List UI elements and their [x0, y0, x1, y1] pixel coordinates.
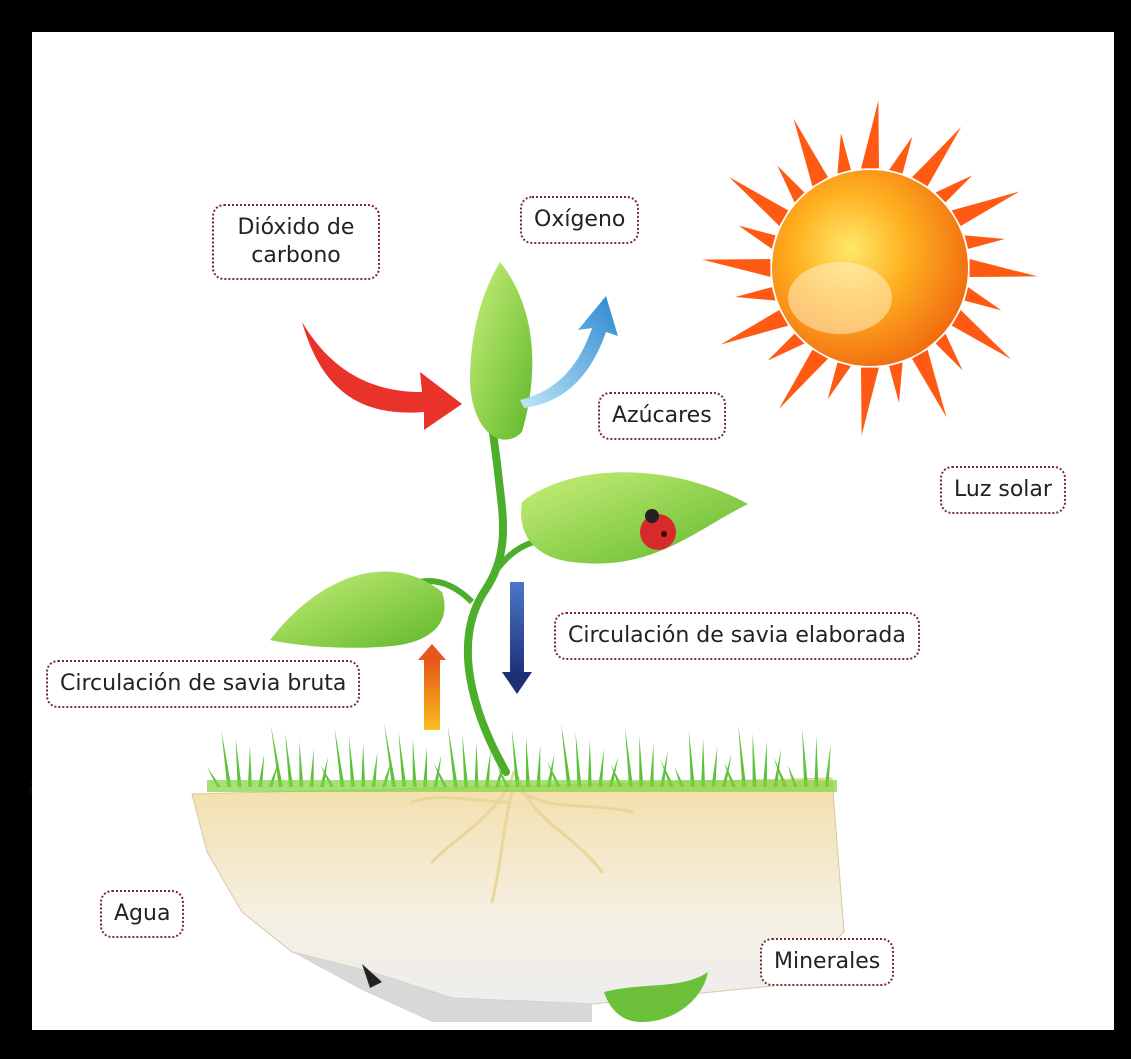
- grass-blade: [398, 731, 406, 787]
- grass-blade: [448, 726, 458, 787]
- sun-ray: [912, 127, 961, 186]
- sun-ray: [729, 177, 788, 226]
- label-circulacion-savia-elaborada: Circulación de savia elaborada: [554, 612, 920, 660]
- grass-blade: [236, 738, 242, 787]
- soil-block: [192, 778, 844, 1004]
- grass-blade: [814, 736, 818, 787]
- grass-blade: [335, 728, 345, 787]
- left-leaf: [270, 572, 445, 648]
- sun-ray: [702, 259, 770, 277]
- grass-blade: [625, 727, 633, 787]
- grass-blade: [561, 724, 571, 787]
- sun-ray: [889, 363, 903, 403]
- sun-ray: [952, 310, 1011, 359]
- sun-icon: [702, 100, 1038, 436]
- label-agua: Agua: [100, 890, 184, 938]
- o2-arrow-icon: [520, 296, 618, 408]
- diagram-panel: Dióxido de carbono Oxígeno Azúcares Luz …: [32, 32, 1114, 1030]
- sun-ray: [861, 100, 879, 168]
- label-luz-solar: Luz solar: [940, 466, 1066, 514]
- sun-ray: [952, 191, 1020, 226]
- sap-up-arrow-icon: [418, 644, 446, 730]
- grass-blade: [413, 739, 417, 787]
- label-dioxido-line2: carbono: [226, 242, 366, 270]
- right-leaf: [521, 472, 748, 563]
- photosynthesis-illustration: [32, 32, 1114, 1030]
- grass-blade: [526, 737, 530, 787]
- sun-ray: [970, 259, 1038, 277]
- sun-ray: [720, 310, 788, 345]
- label-circulacion-savia-bruta: Circulación de savia bruta: [46, 660, 360, 708]
- sun-ray: [837, 133, 851, 173]
- sun-ray: [768, 334, 805, 361]
- label-dioxido-line1: Dióxido de: [226, 214, 366, 242]
- sun-ray: [912, 350, 947, 418]
- grass-blade: [221, 730, 231, 787]
- grass-blade: [689, 730, 695, 787]
- label-minerales: Minerales: [760, 938, 894, 986]
- sun-ray: [889, 137, 912, 174]
- label-dioxido-de-carbono: Dióxido de carbono: [212, 204, 380, 280]
- sun-ray: [777, 166, 804, 203]
- sun-ray: [739, 226, 776, 249]
- top-leaf: [470, 262, 532, 440]
- grass-blade: [576, 732, 582, 787]
- grass-blade: [588, 740, 592, 787]
- grass-blade: [701, 738, 705, 787]
- sun-ray: [965, 287, 1002, 310]
- sun-ray: [936, 175, 973, 202]
- sun-ray: [861, 368, 879, 436]
- label-azucares: Azúcares: [598, 392, 726, 440]
- grass-blade: [349, 736, 355, 787]
- sun-ray: [828, 363, 851, 400]
- sun-ray: [965, 235, 1005, 249]
- grass-blade: [285, 733, 293, 787]
- label-oxigeno: Oxígeno: [520, 196, 639, 244]
- grass-blade: [802, 728, 808, 787]
- sun-ray: [936, 334, 963, 371]
- co2-arrow-icon: [302, 322, 462, 430]
- grass-blade: [462, 734, 468, 787]
- grass-blade: [738, 725, 746, 787]
- sap-down-arrow-icon: [502, 582, 532, 694]
- grass-blade: [639, 735, 643, 787]
- grass-blade: [753, 733, 757, 787]
- sun-ray: [735, 287, 775, 301]
- sun-ray: [793, 118, 828, 186]
- sun-ray: [779, 350, 828, 409]
